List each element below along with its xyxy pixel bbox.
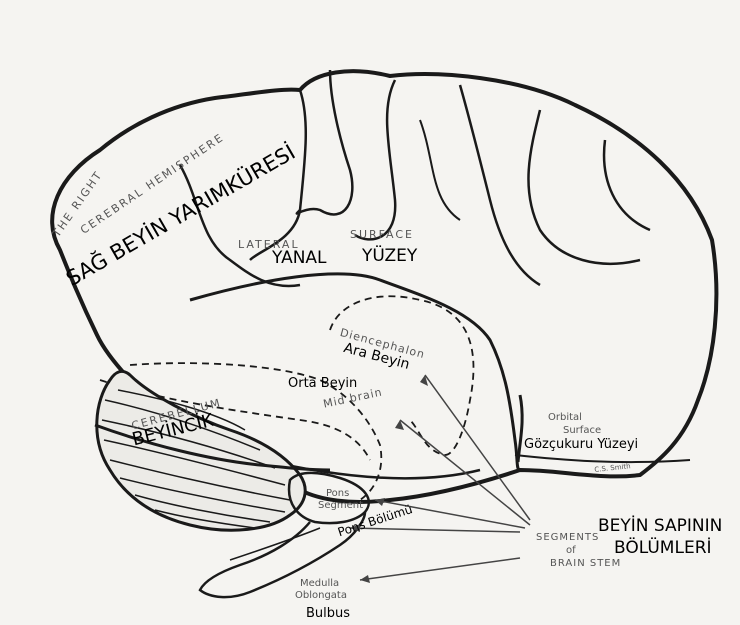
brainstem-en-label-1: SEGMENTS (536, 532, 599, 543)
surface-tr-label: YÜZEY (362, 246, 417, 266)
medulla-en-label-1: Medulla (300, 578, 339, 589)
lateral-tr-label: YANAL (272, 248, 327, 268)
pons-en-label-2: Segment (318, 500, 363, 511)
brainstem-inner (230, 528, 320, 560)
orbital-en-label-2: Surface (563, 425, 601, 436)
brainstem-tr-label-2: BÖLÜMLERİ (614, 538, 712, 558)
orbital-surface-line (518, 395, 522, 462)
sulcus-line (604, 140, 650, 230)
orbital-tr-label: Gözçukuru Yüzeyi (524, 437, 638, 452)
cerebellum-outline (97, 371, 305, 530)
midbrain-tr-label: Orta Beyin (288, 376, 357, 391)
medulla-tr-label: Bulbus (306, 606, 350, 621)
sulcus-line (355, 80, 395, 239)
pons-en-label-1: Pons (326, 488, 349, 499)
brainstem-en-label-3: BRAIN STEM (550, 558, 621, 569)
surface-en-label: SURFACE (350, 228, 414, 241)
orbital-en-label-1: Orbital (548, 412, 582, 423)
sulcus-line (420, 120, 460, 220)
brainstem-tr-label-1: BEYİN SAPININ (598, 516, 722, 536)
medulla-en-label-2: Oblongata (295, 590, 347, 601)
brainstem-en-label-2: of (566, 545, 576, 556)
